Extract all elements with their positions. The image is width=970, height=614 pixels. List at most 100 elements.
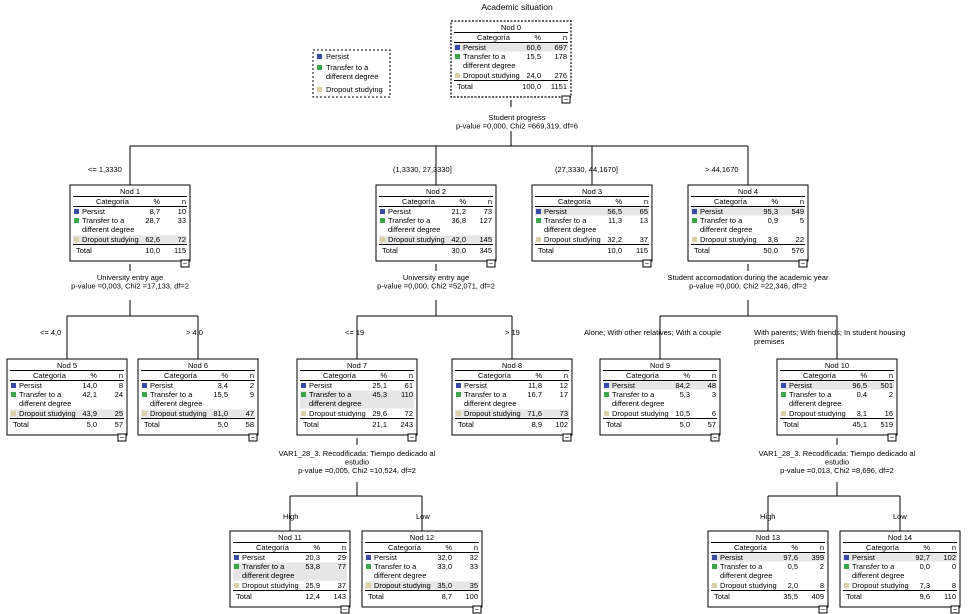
collapse-toggle-icon[interactable] [642, 259, 652, 268]
cell-n: 8 [820, 581, 824, 590]
tree-connectors [66, 100, 901, 531]
cell-n: 22 [796, 235, 804, 244]
row-highlight [233, 562, 347, 581]
total-percent: 35,5 [783, 592, 798, 601]
category-swatch [380, 218, 385, 223]
collapse-toggle-icon[interactable] [950, 605, 960, 614]
column-header-n: n [409, 371, 413, 380]
legend-swatch [317, 87, 322, 92]
row-label-transfer: different degree [150, 399, 202, 408]
column-header-percent: % [771, 197, 778, 206]
cell-n: 102 [943, 553, 956, 562]
category-swatch [712, 555, 717, 560]
collapse-toggle-icon[interactable] [340, 605, 350, 614]
cell-percent: 29,6 [372, 409, 387, 418]
category-swatch [11, 411, 16, 416]
category-swatch [844, 555, 849, 560]
column-header-percent: % [535, 371, 542, 380]
collapse-toggle-icon[interactable] [887, 433, 897, 442]
cell-percent: 16,7 [527, 390, 542, 399]
row-label-total: Total [144, 420, 160, 429]
total-percent: 5,0 [218, 420, 228, 429]
total-n: 115 [636, 246, 648, 255]
category-swatch [366, 564, 371, 569]
cell-percent: 5,3 [680, 390, 690, 399]
row-label-total: Total [714, 592, 730, 601]
collapse-toggle-icon[interactable] [818, 605, 828, 614]
collapse-toggle-icon[interactable] [117, 433, 127, 442]
collapse-toggle-icon[interactable] [562, 433, 572, 442]
column-header-n: n [712, 371, 716, 380]
row-highlight [843, 553, 957, 562]
split-label: p-value =0,000, Chi2 =22,346, df=2 [689, 282, 807, 291]
cell-n: 77 [338, 562, 346, 571]
collapse-toggle-icon[interactable] [561, 95, 571, 104]
category-swatch [11, 383, 16, 388]
cell-n: 37 [338, 581, 346, 590]
collapse-glyph: − [251, 433, 256, 442]
column-header-n: n [182, 197, 186, 206]
column-header-percent: % [459, 197, 466, 206]
collapse-toggle-icon[interactable] [248, 433, 258, 442]
total-n: 1151 [551, 82, 567, 91]
edge-label: Low [416, 512, 430, 521]
category-swatch [380, 237, 385, 242]
cell-percent: 25,1 [372, 381, 387, 390]
collapse-toggle-icon[interactable] [710, 433, 720, 442]
split-label: VAR1_28_3. Recodificada: Tiempo dedicado… [279, 449, 436, 458]
cell-percent: 32,0 [437, 553, 452, 562]
legend-swatch [317, 54, 322, 59]
row-label-persist: Persist [544, 207, 568, 216]
node-name: Nod 7 [347, 361, 367, 370]
row-label-persist: Persist [82, 207, 106, 216]
collapse-toggle-icon[interactable] [472, 605, 482, 614]
node-name: Nod 13 [756, 533, 780, 542]
collapse-toggle-icon[interactable] [486, 259, 496, 268]
cell-n: 6 [712, 409, 716, 418]
row-label-dropout: Dropout studying [463, 71, 520, 80]
row-label-transfer: Transfer to a [463, 52, 506, 61]
cell-percent: 20,3 [305, 553, 320, 562]
category-swatch [456, 383, 461, 388]
cell-n: 48 [708, 381, 716, 390]
collapse-toggle-icon[interactable] [407, 433, 417, 442]
cell-n: 399 [811, 553, 824, 562]
collapse-toggle-icon[interactable] [180, 259, 190, 268]
cell-percent: 81,0 [213, 409, 228, 418]
collapse-glyph: − [565, 433, 570, 442]
row-label-dropout: Dropout studying [19, 409, 76, 418]
row-label-persist: Persist [720, 553, 744, 562]
total-n: 58 [246, 420, 254, 429]
node-frame [69, 184, 191, 262]
category-swatch [74, 209, 79, 214]
category-swatch [380, 209, 385, 214]
row-label-total: Total [783, 420, 799, 429]
node-frame [707, 530, 829, 608]
cell-n: 65 [640, 207, 648, 216]
node-frame [6, 358, 128, 436]
total-percent: 12,4 [305, 592, 320, 601]
row-label-total: Total [458, 420, 474, 429]
category-swatch [604, 392, 609, 397]
row-label-transfer: different degree [720, 571, 772, 580]
cell-percent: 0,9 [768, 216, 778, 225]
row-label-total: Total [303, 420, 319, 429]
collapse-toggle-icon[interactable] [798, 259, 808, 268]
cell-n: 501 [880, 381, 893, 390]
column-header-category: Categoría [388, 543, 422, 552]
row-highlight [10, 409, 124, 418]
column-header-percent: % [860, 371, 867, 380]
cell-percent: 0,5 [788, 562, 798, 571]
column-header-category: Categoría [402, 197, 436, 206]
total-percent: 45,1 [852, 420, 867, 429]
tree-title: Academic situation [481, 2, 553, 12]
cell-n: 5 [800, 216, 804, 225]
